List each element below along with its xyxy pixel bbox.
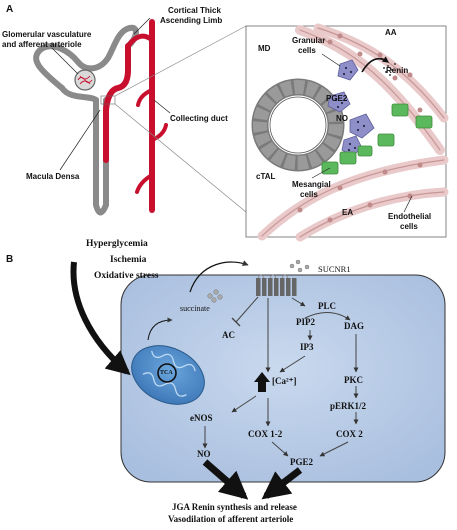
macula-densa-marker: [100, 95, 116, 105]
glomerular-label-line1: Glomerular vasculature: [2, 30, 92, 39]
thick-ascending-limb: [103, 43, 131, 163]
dag-node: DAG: [344, 321, 364, 331]
collecting-branch-2: [136, 88, 154, 107]
pip2-node: PIP2: [296, 317, 315, 327]
endothelial-label-line1: Endothelial: [388, 212, 432, 221]
calcium-increase-arrow: [254, 372, 270, 392]
endothelial-label-line2: cells: [400, 222, 418, 231]
no-zoom-label: NO: [336, 114, 348, 123]
endothelial-nuclei: [297, 33, 423, 223]
renin-label: Renin: [386, 66, 409, 75]
ac-node: AC: [222, 330, 235, 340]
cox2-node: COX 2: [336, 429, 363, 439]
granular-cells: [327, 56, 396, 157]
glomerular-capillaries: [77, 75, 93, 85]
collecting-duct-label: Collecting duct: [170, 114, 228, 123]
succinate-release-arrow: [147, 317, 173, 341]
collecting-branch-3: [150, 123, 168, 142]
ea-label: EA: [342, 208, 354, 217]
plc-node: PLC: [318, 301, 336, 311]
tca-label: TCA: [160, 370, 173, 376]
stimulus-ischemia: Ischemia: [110, 255, 147, 265]
glomerular-label-line2: and afferent arteriole: [2, 40, 82, 49]
outcome-line1: JGA Renin synthesis and release: [172, 502, 297, 512]
perk-node: pERK1/2: [330, 401, 367, 411]
thick-limb-label-line2: Ascending Limb: [160, 16, 223, 25]
mesangial-label-line2: cells: [300, 190, 318, 199]
md-label: MD: [258, 44, 271, 53]
mitochondrion: [131, 345, 205, 405]
panel-a-letter: A: [6, 4, 14, 15]
succinate-label: succinate: [180, 304, 210, 313]
outcome-line2: Vasodilation of afferent arteriole: [168, 514, 294, 524]
ip3-node: IP3: [300, 342, 314, 352]
cox12-node: COX 1-2: [248, 429, 283, 439]
calcium-node: [Ca²⁺]: [272, 376, 297, 386]
tca-cycle: [157, 363, 177, 383]
mesangial-label-line1: Mesangial: [292, 180, 331, 189]
panel-b-letter: B: [6, 254, 14, 265]
stimuli-arrow: [70, 261, 131, 376]
ctal-label: cTAL: [256, 172, 276, 181]
sucnr1-receptor: [256, 274, 297, 296]
ctal-ring: [251, 78, 345, 172]
collecting-branch-1: [125, 33, 155, 49]
macula-densa-label: Macula Densa: [26, 172, 80, 181]
no-node: NO: [197, 449, 211, 459]
proximal-tubule: [33, 24, 139, 91]
succinate-export-arrow: [189, 260, 249, 293]
pge2-zoom-label: PGE2: [326, 94, 348, 103]
sucnr1-label: SUCNR1: [318, 264, 351, 274]
output-arrows: [202, 459, 303, 500]
enos-node: eNOS: [190, 413, 213, 423]
loop-of-henle: [93, 97, 109, 216]
loop-top-connector: [59, 85, 99, 103]
granular-label-line2: cells: [298, 46, 316, 55]
pkc-node: PKC: [344, 375, 363, 385]
succinate-molecules: [207, 259, 310, 303]
aa-label: AA: [385, 28, 397, 37]
thick-limb-label-line1: Cortical Thick: [168, 6, 221, 15]
granular-label-line1: Granular: [292, 36, 326, 45]
stimulus-hyperglycemia: Hyperglycemia: [86, 239, 148, 249]
stimulus-oxidative-stress: Oxidative stress: [94, 271, 159, 281]
collecting-branch-4: [135, 173, 154, 194]
pathway-arrows: [202, 296, 359, 457]
panel-a-leaders: [51, 17, 247, 213]
nephron-drawing: [33, 19, 168, 216]
pge2-node: PGE2: [290, 457, 314, 467]
